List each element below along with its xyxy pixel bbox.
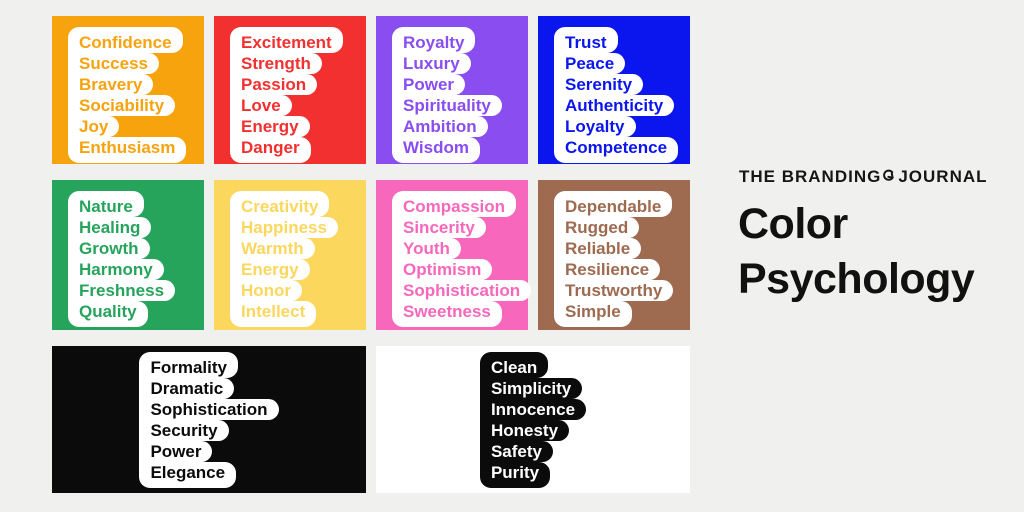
keyword: Compassion: [392, 191, 517, 217]
keyword: Reliable: [554, 238, 642, 259]
keyword: Energy: [230, 116, 310, 137]
keyword: Danger: [230, 137, 311, 163]
keyword: Passion: [230, 74, 318, 95]
keyword: Dramatic: [139, 377, 235, 399]
keyword: Harmony: [68, 259, 164, 280]
keyword: Nature: [68, 191, 144, 217]
keyword: Excitement: [230, 27, 343, 53]
keyword: Trust: [554, 27, 618, 53]
keyword: Safety: [479, 440, 553, 462]
keyword: Warmth: [230, 238, 315, 259]
keyword: Luxury: [392, 53, 471, 74]
keyword: Sophistication: [392, 280, 532, 301]
keyword: Healing: [68, 217, 152, 238]
keyword: Trustworthy: [554, 280, 674, 301]
brand-logo: THE BRANDING JOURNAL: [739, 167, 988, 187]
keyword: Honor: [230, 280, 303, 301]
keyword: Youth: [392, 238, 461, 259]
keyword: Quality: [68, 301, 148, 327]
keyword: Dependable: [554, 191, 673, 217]
keyword: Royalty: [392, 27, 476, 53]
keyword: Loyalty: [554, 116, 636, 137]
keyword: Clean: [479, 351, 549, 378]
keyword: Joy: [68, 116, 120, 137]
keyword: Sincerity: [392, 217, 486, 238]
keyword: Optimism: [392, 259, 493, 280]
keyword: Purity: [479, 461, 551, 488]
keyword: Confidence: [68, 27, 183, 53]
keyword: Honesty: [479, 419, 570, 441]
keyword: Power: [139, 440, 213, 462]
keyword: Freshness: [68, 280, 176, 301]
keyword: Rugged: [554, 217, 640, 238]
keyword: Sweetness: [392, 301, 502, 327]
keyword: Security: [139, 419, 229, 441]
keyword: Growth: [68, 238, 150, 259]
keyword: Serenity: [554, 74, 644, 95]
brand-text-prefix: THE BRANDING: [739, 167, 882, 186]
keyword: Simple: [554, 301, 632, 327]
page-title: Color Psychology: [738, 197, 975, 307]
keyword: Sociability: [68, 95, 176, 116]
keyword: Ambition: [392, 116, 488, 137]
keyword: Sophistication: [139, 398, 279, 420]
page-title-line1: Color: [738, 200, 848, 248]
keyword: Elegance: [139, 461, 237, 488]
keyword: Wisdom: [392, 137, 480, 163]
brand-text-suffix: JOURNAL: [898, 167, 988, 186]
keyword: Success: [68, 53, 159, 74]
keyword: Strength: [230, 53, 322, 74]
keyword: Creativity: [230, 191, 330, 217]
keyword: Spirituality: [392, 95, 502, 116]
keyword: Authenticity: [554, 95, 675, 116]
page-title-line2: Psychology: [738, 255, 975, 303]
keyword: Enthusiasm: [68, 137, 187, 163]
keyword: Resilience: [554, 259, 661, 280]
keyword: Love: [230, 95, 292, 116]
keyword: Power: [392, 74, 466, 95]
keyword: Intellect: [230, 301, 317, 327]
keyword: Formality: [139, 351, 238, 378]
keyword: Peace: [554, 53, 626, 74]
keyword: Energy: [230, 259, 310, 280]
logo-arrow-icon: [883, 169, 894, 181]
keyword: Innocence: [479, 398, 587, 420]
keyword: Competence: [554, 137, 679, 163]
keyword: Happiness: [230, 217, 338, 238]
keyword: Bravery: [68, 74, 154, 95]
keyword: Simplicity: [479, 377, 583, 399]
